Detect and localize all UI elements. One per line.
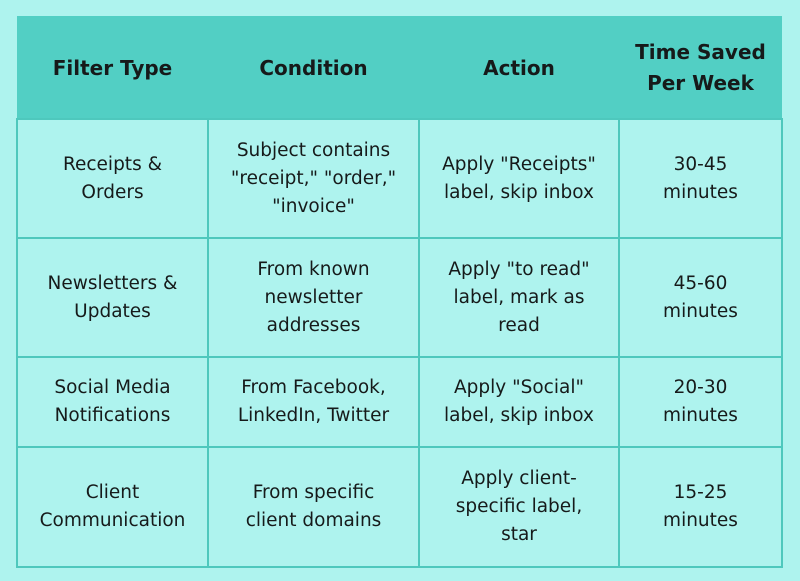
table-header: Filter Type Condition Action Time Saved …: [17, 16, 782, 120]
filter-table-container: Filter Type Condition Action Time Saved …: [16, 16, 783, 568]
header-condition: Condition: [208, 16, 419, 120]
cell-condition: From specific client domains: [207, 446, 420, 568]
header-time-saved: Time Saved Per Week: [619, 16, 782, 120]
cell-filter-type: Receipts & Orders: [16, 118, 209, 239]
table-row: Social Media Notifications From Facebook…: [16, 356, 783, 448]
cell-filter-type: Newsletters & Updates: [16, 237, 209, 358]
cell-condition: From Facebook, LinkedIn, Twitter: [207, 356, 420, 448]
cell-time-saved: 30-45 minutes: [618, 118, 783, 239]
cell-condition: Subject contains "receipt," "order," "in…: [207, 118, 420, 239]
cell-time-saved: 15-25 minutes: [618, 446, 783, 568]
table-row: Newsletters & Updates From known newslet…: [16, 237, 783, 358]
cell-condition: From known newsletter addresses: [207, 237, 420, 358]
cell-time-saved: 45-60 minutes: [618, 237, 783, 358]
cell-filter-type: Social Media Notifications: [16, 356, 209, 448]
cell-filter-type: Client Communication: [16, 446, 209, 568]
cell-action: Apply client- specific label, star: [418, 446, 620, 568]
table-row: Client Communication From specific clien…: [16, 446, 783, 568]
cell-time-saved: 20-30 minutes: [618, 356, 783, 448]
header-action: Action: [419, 16, 619, 120]
table-row: Receipts & Orders Subject contains "rece…: [16, 118, 783, 239]
table-body: Receipts & Orders Subject contains "rece…: [16, 118, 783, 568]
cell-action: Apply "Social" label, skip inbox: [418, 356, 620, 448]
cell-action: Apply "to read" label, mark as read: [418, 237, 620, 358]
header-filter-type: Filter Type: [17, 16, 208, 120]
header-row: Filter Type Condition Action Time Saved …: [17, 16, 782, 120]
cell-action: Apply "Receipts" label, skip inbox: [418, 118, 620, 239]
email-filter-table: Filter Type Condition Action Time Saved …: [16, 16, 783, 568]
